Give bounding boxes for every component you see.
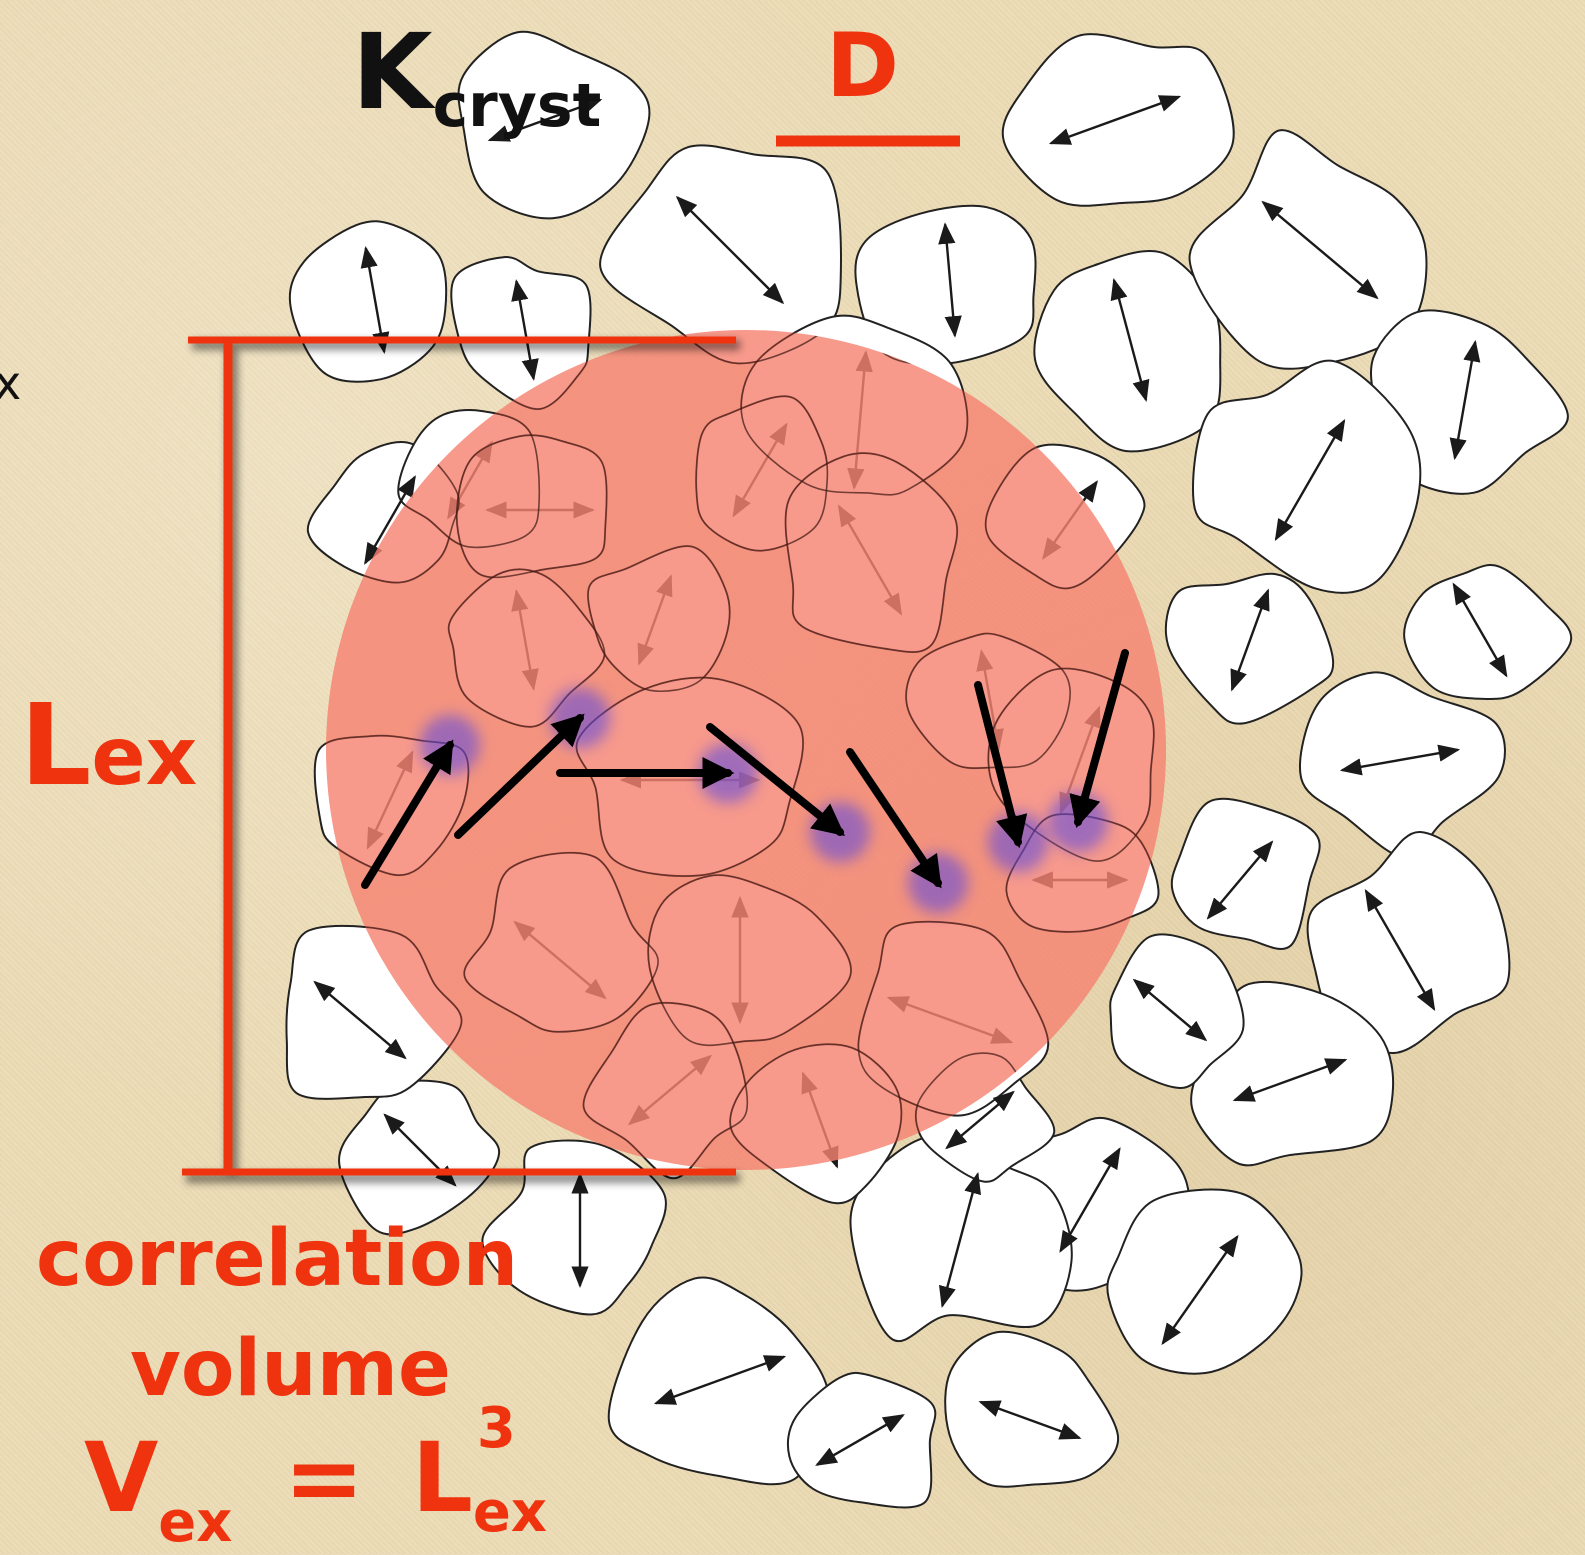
lex-subscript: ex <box>91 710 197 803</box>
lex-label: Lex <box>20 690 197 802</box>
cube-superscript: 3 <box>477 1401 516 1457</box>
v-symbol: V <box>84 1422 158 1534</box>
lex-symbol: L <box>20 681 91 811</box>
k-subscript: cryst <box>433 71 602 141</box>
grain <box>945 1332 1118 1487</box>
grain <box>1300 672 1505 857</box>
l-subscript: ex <box>473 1485 547 1541</box>
grain <box>339 1081 499 1235</box>
correlation-word: correlation <box>36 1220 518 1298</box>
grain <box>1166 574 1333 724</box>
grain <box>1034 251 1220 451</box>
edge-fragment: x <box>0 360 21 406</box>
equals-sign: = <box>284 1422 364 1534</box>
k-cryst-label: Kcryst <box>352 20 601 124</box>
k-symbol: K <box>352 11 433 133</box>
l-symbol: L <box>412 1422 473 1534</box>
d-label: D <box>826 22 899 110</box>
v-subscript: ex <box>158 1490 232 1555</box>
grain <box>290 221 446 381</box>
volume-word: volume <box>130 1330 451 1408</box>
grain <box>1404 565 1571 699</box>
